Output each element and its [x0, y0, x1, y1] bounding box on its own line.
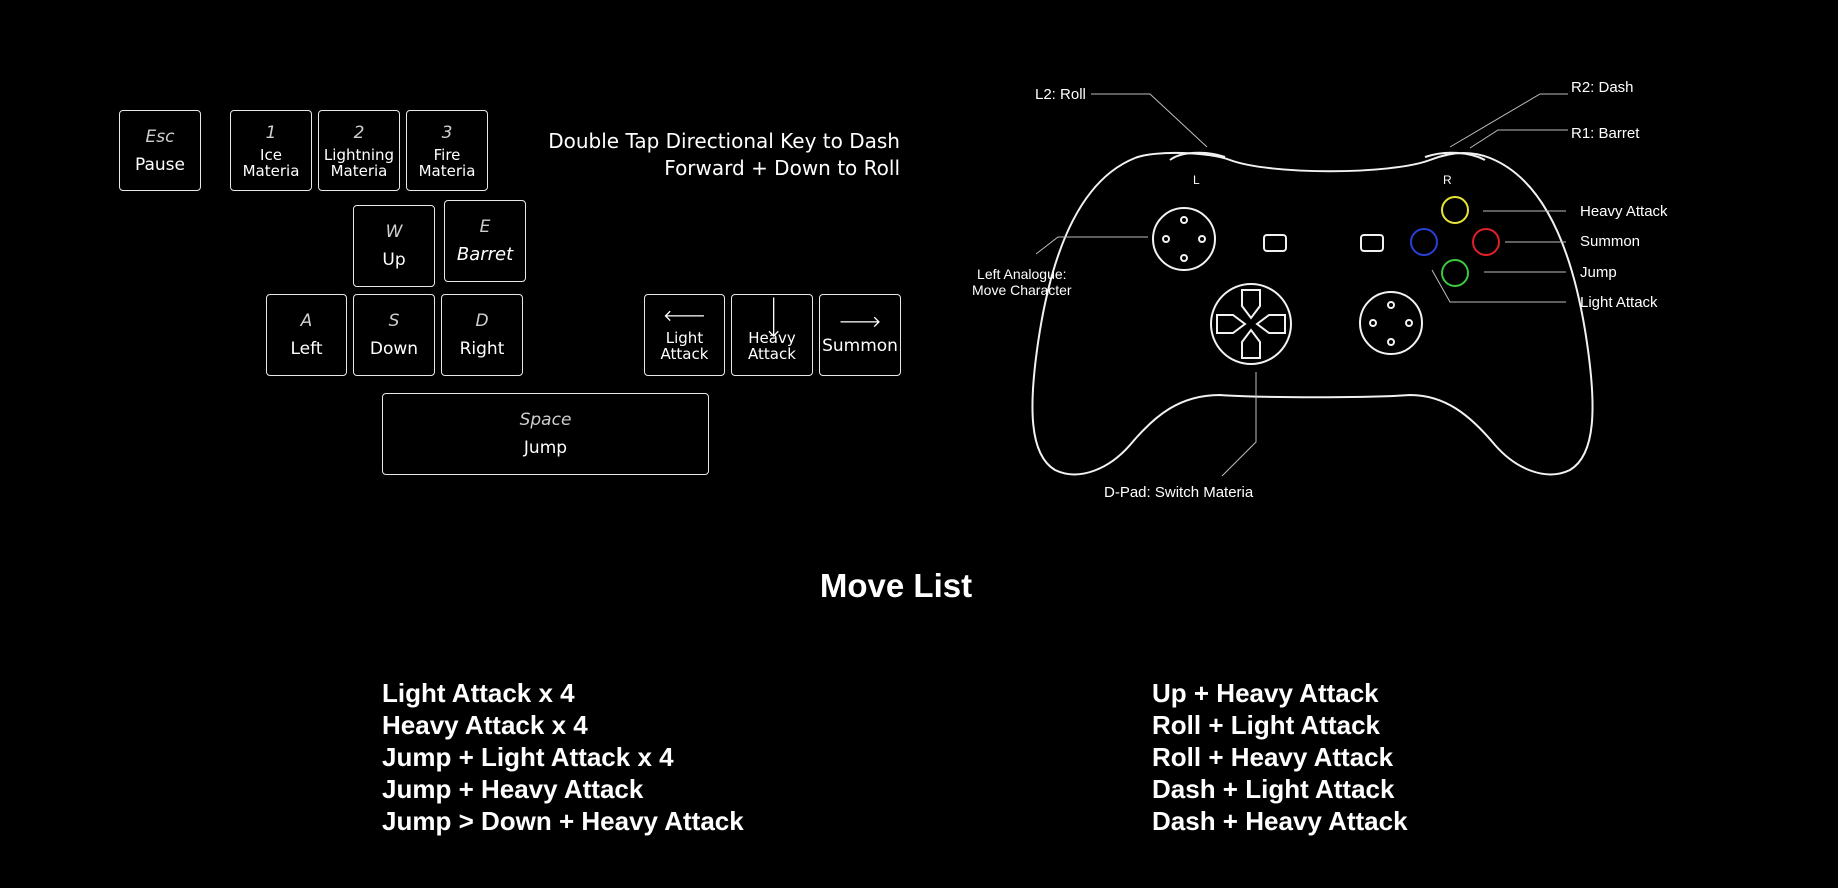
key-a-label: Left: [290, 339, 323, 359]
key-e: E Barret: [444, 200, 526, 282]
label-jump: Jump: [1580, 264, 1617, 281]
key-d-label: Right: [459, 339, 505, 359]
hint-dash: Double Tap Directional Key to Dash: [548, 129, 900, 153]
label-heavy-attack: Heavy Attack: [1580, 203, 1668, 220]
key-3-label: Fire Materia: [418, 145, 476, 180]
arrow-right-icon: 🡒: [838, 314, 882, 331]
key-arrow-left-label: Light Attack: [660, 329, 709, 363]
back-button: [1263, 234, 1287, 252]
face-button-green: [1441, 259, 1469, 287]
label-dpad: D-Pad: Switch Materia: [1104, 484, 1254, 501]
key-esc-label: Pause: [135, 154, 185, 175]
label-r1: R1: Barret: [1571, 125, 1640, 142]
key-e-top: E: [479, 217, 491, 237]
key-2: 2 Lightning Materia: [318, 110, 400, 191]
right-analog: [1359, 291, 1423, 355]
label-light-attack: Light Attack: [1580, 294, 1658, 311]
label-left-analogue: Left Analogue: Move Character: [972, 266, 1072, 298]
move-item: Heavy Attack x 4: [382, 710, 588, 740]
label-l-marker: L: [1193, 173, 1200, 187]
move-item: Roll + Light Attack: [1152, 710, 1380, 740]
key-s-label: Down: [369, 339, 419, 359]
l-bumper: [1169, 151, 1226, 161]
key-e-label: Barret: [456, 244, 514, 265]
move-item: Up + Heavy Attack: [1152, 678, 1379, 708]
move-list-left: Light Attack x 4 Heavy Attack x 4 Jump +…: [382, 677, 744, 837]
start-button: [1360, 234, 1384, 252]
move-item: Dash + Heavy Attack: [1152, 806, 1408, 836]
key-a: A Left: [266, 294, 347, 376]
keyboard-hints: Double Tap Directional Key to Dash Forwa…: [520, 128, 900, 182]
key-esc-top: Esc: [145, 126, 175, 147]
key-space-top: Space: [519, 410, 572, 430]
move-item: Roll + Heavy Attack: [1152, 742, 1394, 772]
key-esc: Esc Pause: [119, 110, 201, 191]
move-item: Jump + Light Attack x 4: [382, 742, 674, 772]
key-2-label: Lightning Materia: [323, 145, 395, 180]
label-left-analogue-1: Left Analogue:: [977, 266, 1067, 282]
key-space: Space Jump: [382, 393, 709, 475]
label-r2: R2: Dash: [1571, 79, 1634, 96]
key-arrow-right: 🡒 Summon: [819, 294, 901, 376]
key-1-top: 1: [265, 122, 277, 143]
move-item: Jump > Down + Heavy Attack: [382, 806, 744, 836]
key-a-top: A: [300, 311, 313, 331]
key-3-top: 3: [441, 122, 453, 143]
key-1: 1 Ice Materia: [230, 110, 312, 191]
label-summon: Summon: [1580, 233, 1641, 250]
move-item: Dash + Light Attack: [1152, 774, 1395, 804]
arrow-left-icon: 🡐: [663, 308, 706, 325]
key-space-label: Jump: [523, 438, 568, 458]
key-3: 3 Fire Materia: [406, 110, 488, 191]
key-arrow-right-label: Summon: [822, 336, 898, 356]
hint-roll: Forward + Down to Roll: [664, 156, 900, 180]
face-button-blue: [1410, 228, 1438, 256]
key-d-top: D: [475, 311, 489, 331]
face-button-red: [1472, 228, 1500, 256]
key-w-top: W: [385, 222, 403, 242]
left-analog: [1152, 207, 1216, 271]
key-2-top: 2: [353, 122, 365, 143]
face-button-yellow: [1441, 196, 1469, 224]
dpad: [1210, 283, 1292, 365]
key-arrow-down-label: Heavy Attack: [748, 329, 796, 363]
key-w: W Up: [353, 205, 435, 287]
move-list-right: Up + Heavy Attack Roll + Light Attack Ro…: [1152, 677, 1408, 837]
label-r-marker: R: [1443, 173, 1452, 187]
key-1-label: Ice Materia: [242, 145, 300, 180]
key-w-label: Up: [382, 250, 406, 270]
controller-body: [1031, 151, 1594, 476]
key-arrow-left: 🡐 Light Attack: [644, 294, 725, 376]
label-left-analogue-2: Move Character: [972, 282, 1072, 298]
r-bumper: [1424, 151, 1486, 161]
move-item: Light Attack x 4: [382, 678, 575, 708]
move-item: Jump + Heavy Attack: [382, 774, 644, 804]
label-l2: L2: Roll: [1035, 86, 1086, 103]
move-list-title: Move List: [819, 567, 973, 604]
key-d: D Right: [441, 294, 523, 376]
key-arrow-down: 🡒 Heavy Attack: [731, 294, 813, 376]
key-s: S Down: [353, 294, 435, 376]
key-s-top: S: [388, 311, 400, 331]
